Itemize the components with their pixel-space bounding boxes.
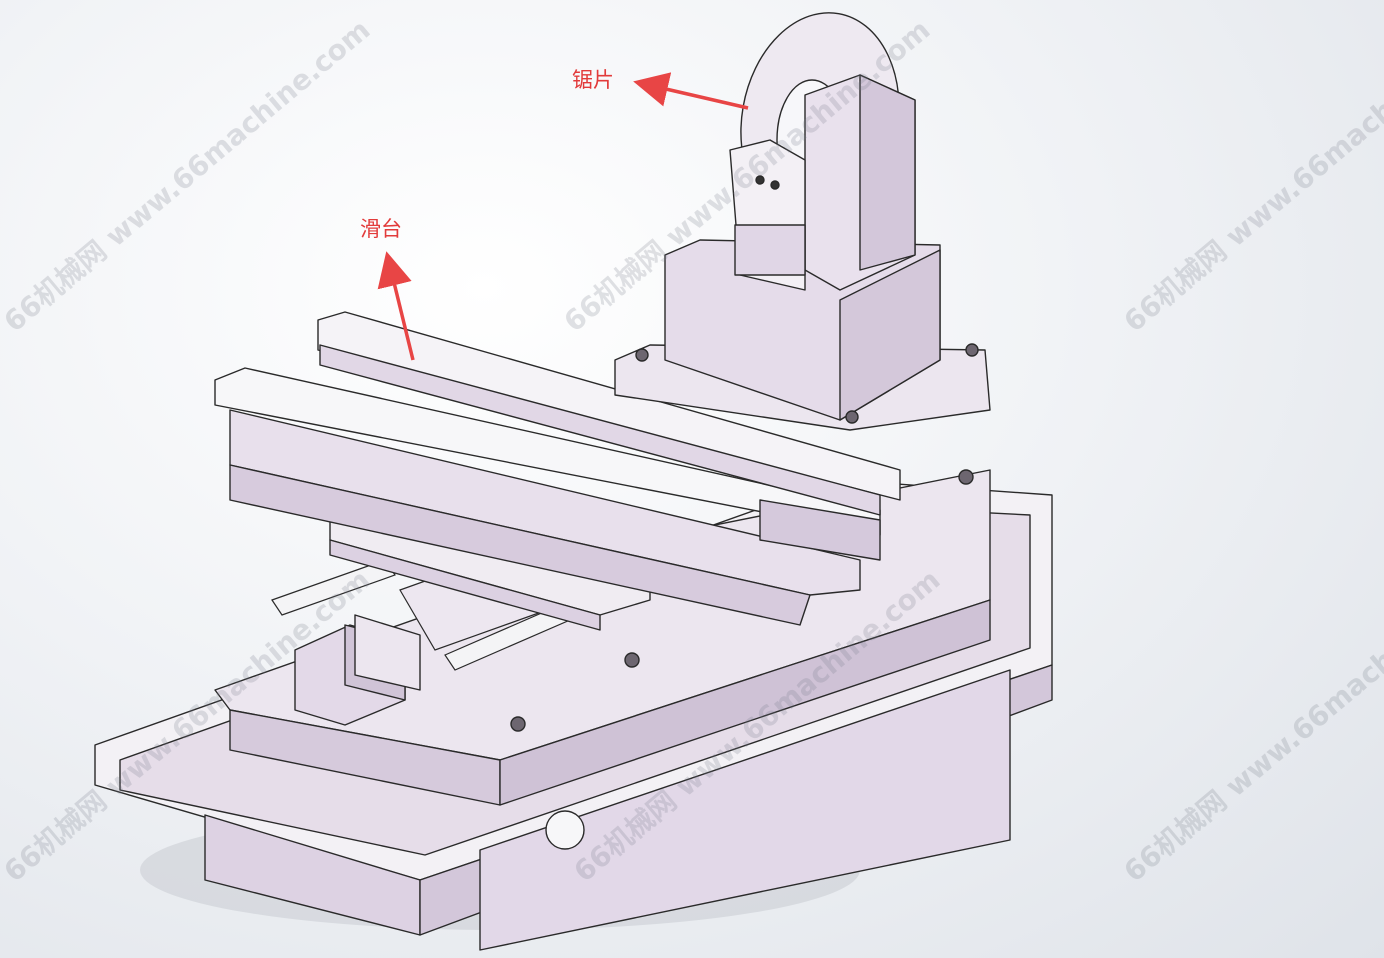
saw-column: [614, 239, 991, 431]
bolt: [845, 410, 859, 424]
bolt: [510, 716, 526, 732]
saw-blade-arrow: [633, 72, 749, 110]
long-guide-slide: [214, 311, 901, 626]
bolt: [624, 652, 640, 668]
bolt: [965, 343, 979, 357]
slide-label: 滑台: [360, 217, 402, 241]
bolt: [635, 348, 649, 362]
base-hole: [545, 810, 585, 850]
saw-head: [729, 12, 916, 291]
saw-blade-label: 锯片: [572, 68, 614, 92]
slide-arrow: [377, 251, 415, 361]
stepper-motor: [294, 614, 421, 726]
bolt: [958, 469, 974, 485]
